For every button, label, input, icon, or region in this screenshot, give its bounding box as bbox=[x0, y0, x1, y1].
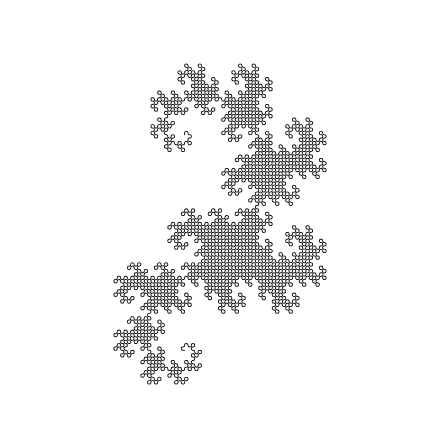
fractal-curve bbox=[113, 63, 327, 385]
